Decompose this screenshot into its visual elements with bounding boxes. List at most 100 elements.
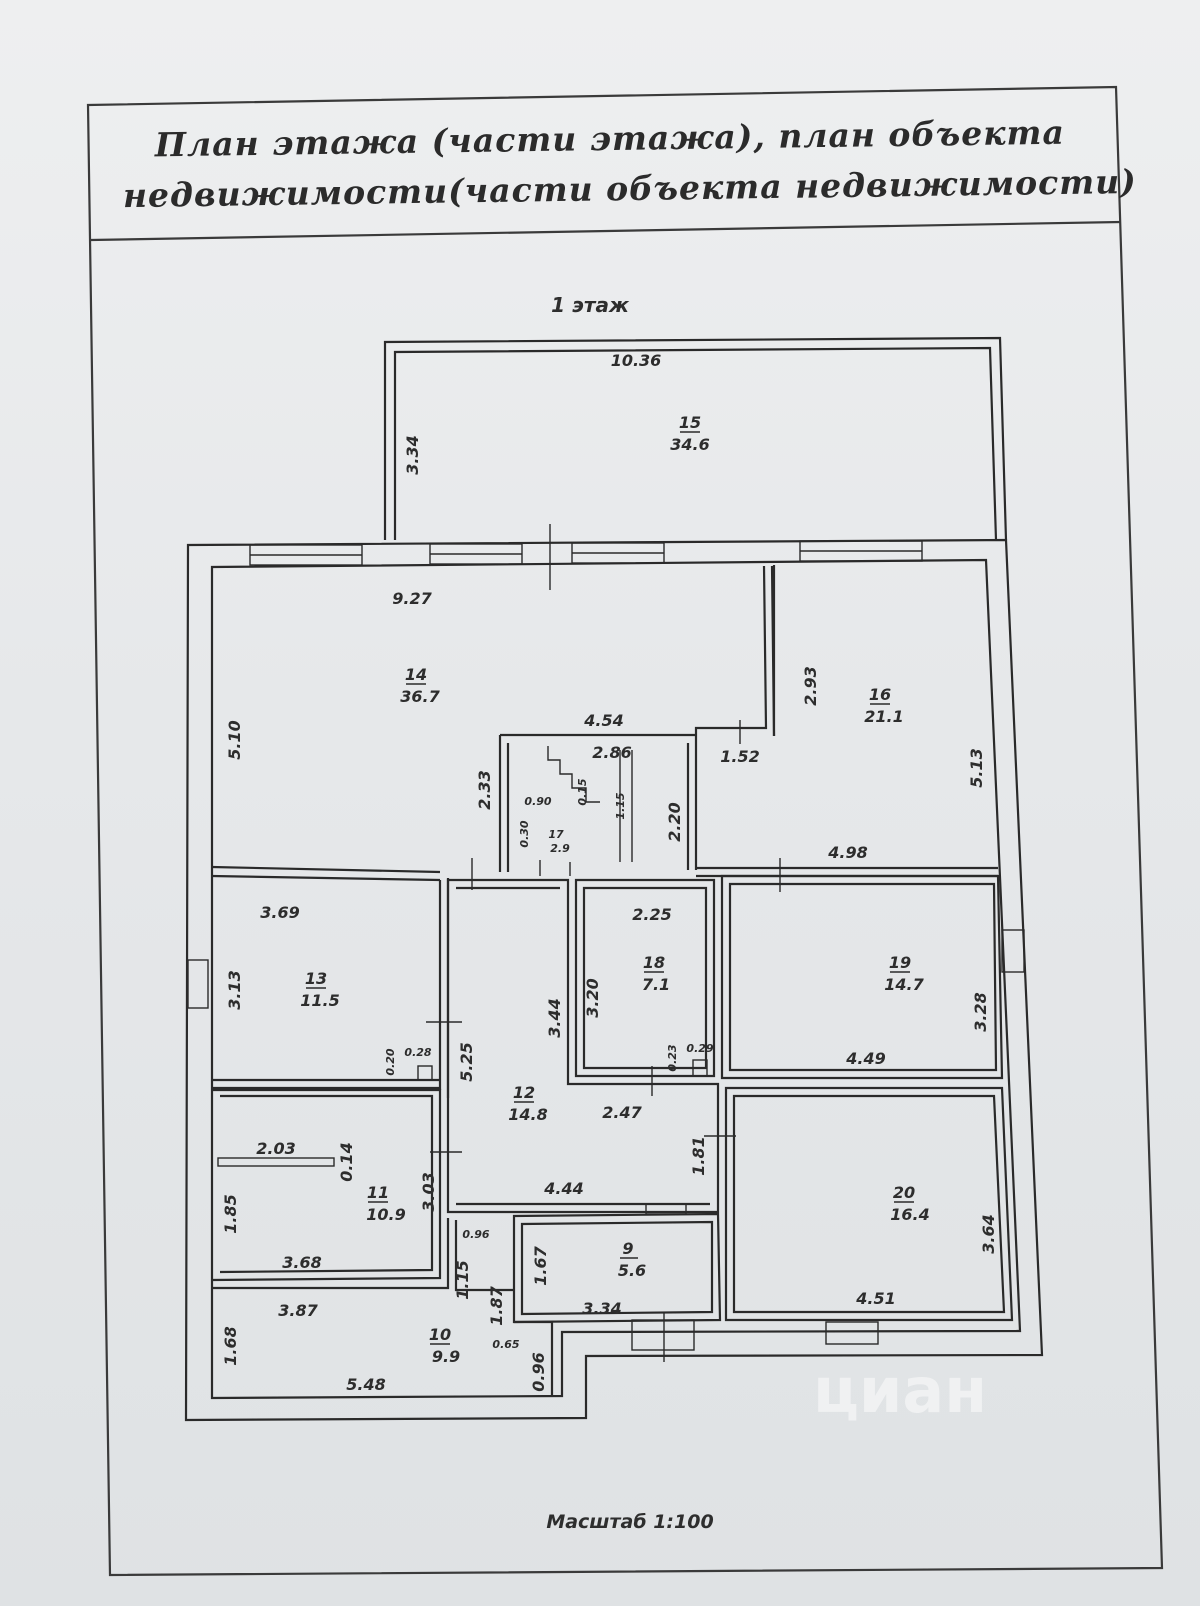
room-17-number: 17 — [548, 828, 564, 841]
door-marks — [417, 720, 781, 1215]
dim-15-height: 3.34 — [403, 435, 422, 474]
dim-10-width-2: 5.48 — [346, 1375, 385, 1394]
dim-18-b: 0.29 — [686, 1042, 713, 1055]
dim-18-height: 3.20 — [583, 978, 602, 1017]
wall-room-18 — [574, 878, 716, 1078]
dim-17-width: 2.86 — [592, 743, 631, 762]
dim-12-height-2: 3.44 — [545, 998, 564, 1037]
room-10-area: 9.9 — [432, 1347, 460, 1366]
dim-13-b: 0.28 — [404, 1046, 431, 1059]
dim-14-width: 9.27 — [392, 589, 432, 608]
wall-room-13 — [211, 874, 450, 1098]
scale-label: Масштаб 1:100 — [546, 1511, 713, 1533]
title-line-2: недвижимости(части объекта недвижимости) — [123, 162, 1137, 215]
dim-18-width: 2.25 — [632, 905, 671, 924]
dim-12-width: 2.47 — [602, 1103, 642, 1122]
dim-9-width: 3.34 — [582, 1299, 621, 1318]
wall-inner — [210, 558, 1022, 1400]
room-12-number: 12 — [513, 1083, 535, 1102]
dim-19-height: 3.28 — [971, 992, 990, 1031]
room-labels: 15 34.6 14 36.7 16 21.1 17 2.9 13 11.5 1… — [300, 413, 929, 1366]
room-20-number: 20 — [893, 1183, 915, 1202]
floor-label: 1 этаж — [551, 293, 630, 317]
wall-room-15-outer — [383, 336, 1008, 541]
room-15-area: 34.6 — [670, 435, 709, 454]
room-16-number: 16 — [869, 685, 891, 704]
wall-room-10 — [212, 1218, 554, 1396]
dim-11-a: 2.03 — [256, 1139, 295, 1158]
stairs-room-17 — [539, 746, 633, 876]
room-16-area: 21.1 — [864, 707, 903, 726]
wall-room-19 — [720, 874, 1004, 1080]
dim-18-a: 0.23 — [666, 1044, 679, 1071]
room-19-number: 19 — [889, 953, 911, 972]
dim-9-height: 1.67 — [531, 1245, 550, 1285]
room-14-number: 14 — [405, 665, 427, 684]
room-15-number: 15 — [679, 413, 701, 432]
dim-11-width: 3.68 — [282, 1253, 321, 1272]
dim-14-height: 5.10 — [225, 720, 244, 759]
room-12-area: 14.8 — [508, 1105, 547, 1124]
room-18-number: 18 — [643, 953, 665, 972]
wall-outer — [184, 538, 1044, 1422]
window-right — [1001, 929, 1025, 973]
window-bottom-9 — [631, 1319, 695, 1351]
room-10-number: 10 — [429, 1325, 451, 1344]
sheet-frame — [86, 85, 1164, 1577]
room-20-area: 16.4 — [890, 1205, 929, 1224]
dim-16-height-2: 5.13 — [967, 748, 986, 787]
dim-12-height: 5.25 — [457, 1042, 476, 1081]
dim-11-height-2: 3.03 — [419, 1172, 438, 1211]
dim-20-width: 4.51 — [855, 1289, 895, 1308]
room-13-area: 11.5 — [300, 991, 339, 1010]
dim-17-a: 0.90 — [524, 795, 551, 808]
dim-10-width: 3.87 — [278, 1301, 318, 1320]
wall-room-11 — [211, 1088, 442, 1282]
dim-9-a: 0.96 — [462, 1228, 489, 1241]
dim-19-width: 4.49 — [845, 1049, 885, 1068]
room-11-area: 10.9 — [366, 1205, 405, 1224]
dim-17-b: 0.30 — [518, 820, 531, 847]
dim-14-height-2: 2.33 — [475, 770, 494, 809]
window-left — [187, 959, 209, 1009]
dim-10-height: 1.68 — [221, 1326, 240, 1365]
dim-10-d: 0.96 — [529, 1352, 548, 1391]
room-17-area: 2.9 — [550, 842, 570, 855]
room-18-area: 7.1 — [642, 975, 670, 994]
dim-16-width-2: 4.98 — [827, 843, 867, 862]
partition-11 — [217, 1157, 335, 1167]
wall-room-15-inner — [393, 346, 998, 541]
room-13-number: 13 — [305, 969, 327, 988]
watermark-logo: циан — [813, 1354, 987, 1427]
dim-17-c: 0.15 — [576, 778, 589, 805]
dimension-labels: 10.36 3.34 9.27 5.10 4.54 2.33 2.93 1.52… — [221, 351, 998, 1394]
dim-17-height: 2.20 — [665, 802, 684, 841]
room-9-area: 5.6 — [618, 1261, 646, 1280]
dim-14-width-2: 4.54 — [583, 711, 623, 730]
wall-room-20 — [724, 1086, 1014, 1322]
dim-16-width: 1.52 — [720, 747, 759, 766]
top-windows — [249, 524, 923, 590]
wall-room-16 — [696, 565, 998, 878]
window-bottom-20 — [825, 1321, 879, 1345]
room-19-area: 14.7 — [884, 975, 924, 994]
dim-10-c: 0.65 — [492, 1338, 519, 1351]
dim-13-width: 3.69 — [260, 903, 299, 922]
dim-12-height-3: 1.81 — [689, 1136, 708, 1175]
wall-room-14 — [211, 565, 776, 874]
dim-11-b: 0.14 — [337, 1142, 356, 1181]
room-11-number: 11 — [367, 1183, 389, 1202]
dim-10-a: 1.15 — [453, 1260, 472, 1299]
title-divider — [90, 220, 1122, 242]
room-14-area: 36.7 — [400, 687, 440, 706]
dim-15-width: 10.36 — [611, 351, 662, 370]
room-9-number: 9 — [622, 1239, 633, 1258]
dim-13-a: 0.20 — [384, 1048, 397, 1075]
dim-13-height: 3.13 — [225, 970, 244, 1009]
title-line-1: План этажа (части этажа), план объекта — [154, 113, 1066, 165]
dim-11-height: 1.85 — [221, 1194, 240, 1233]
dim-10-b: 1.87 — [487, 1285, 506, 1325]
dim-17-d: 1.15 — [614, 792, 627, 819]
